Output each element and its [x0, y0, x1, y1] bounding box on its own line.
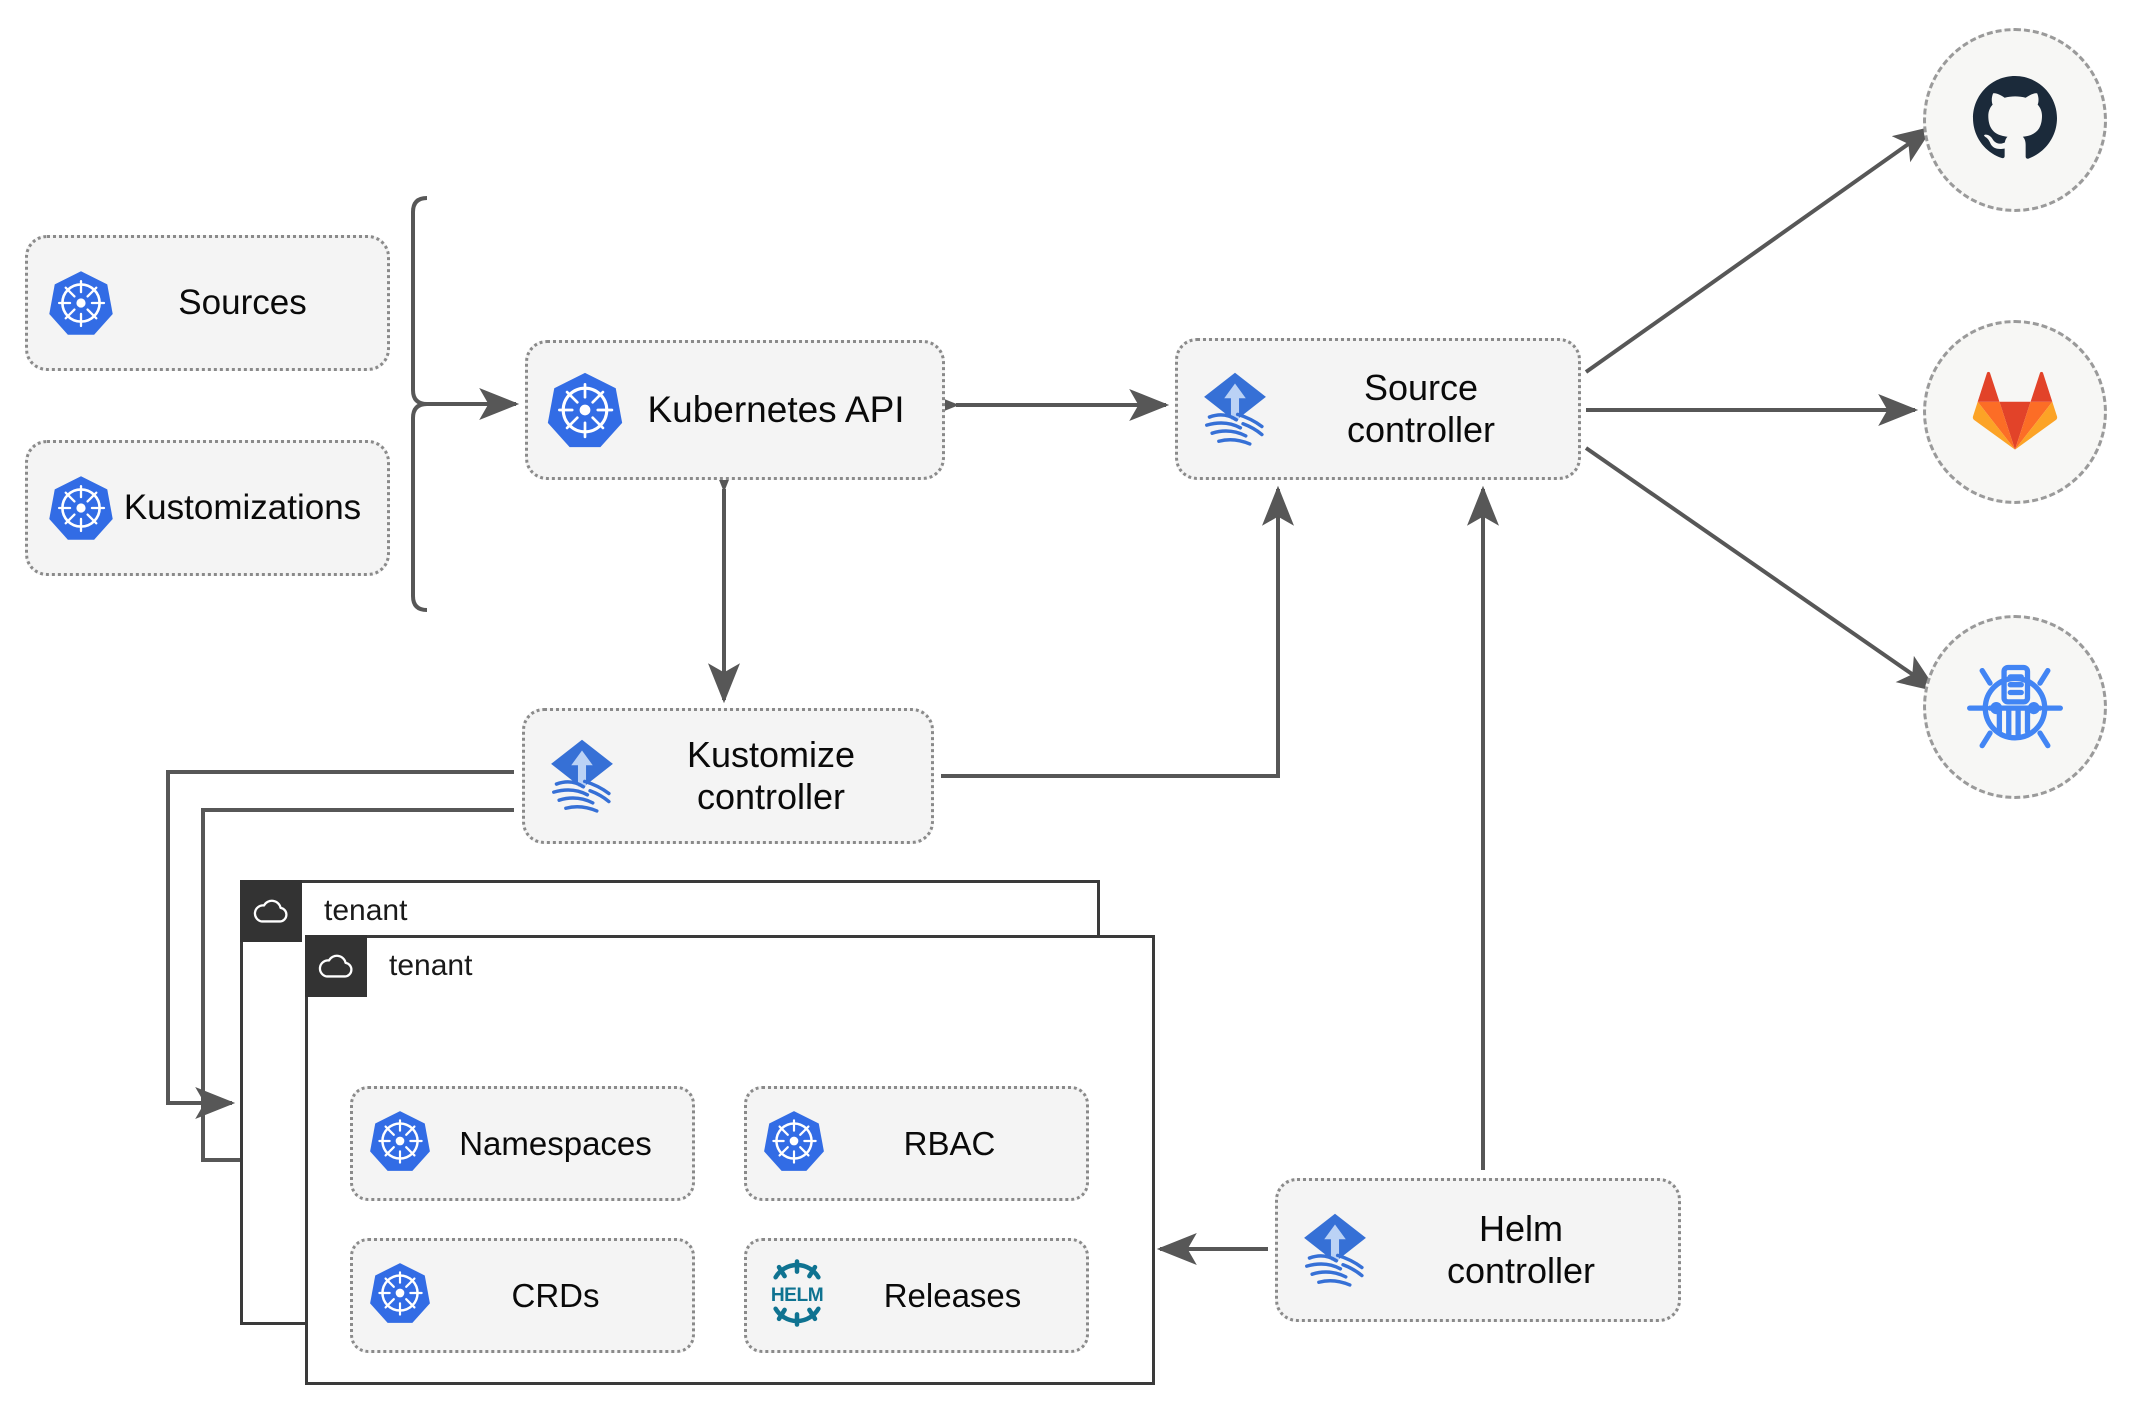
github-icon [1967, 70, 2063, 171]
provider-bucket[interactable] [1923, 615, 2107, 799]
kubernetes-icon [46, 473, 116, 543]
node-kustomize-controller[interactable]: Kustomize controller [522, 708, 934, 844]
node-source-controller[interactable]: Source controller [1175, 338, 1581, 480]
cell-crds[interactable]: CRDs [350, 1238, 695, 1353]
kubernetes-icon [367, 1108, 433, 1179]
cell-label: RBAC [903, 1124, 996, 1162]
cell-namespaces[interactable]: Namespaces [350, 1086, 695, 1201]
tenant-header: tenant [240, 880, 407, 942]
kubernetes-icon [367, 1260, 433, 1331]
node-helm-controller[interactable]: Helm controller [1275, 1178, 1681, 1322]
node-sources[interactable]: Sources [25, 235, 390, 371]
provider-github[interactable] [1923, 28, 2107, 212]
cloud-icon [305, 935, 367, 997]
kubernetes-icon [544, 369, 626, 451]
node-kustomizations[interactable]: Kustomizations [25, 440, 390, 576]
node-label: Helm controller [1446, 1207, 1596, 1291]
kubernetes-icon [761, 1108, 827, 1179]
cell-releases[interactable]: HELM Releases [744, 1238, 1089, 1353]
node-label: Sources [178, 283, 307, 323]
flux-icon [539, 733, 625, 819]
tenant-header: tenant [305, 935, 472, 997]
cell-label: CRDs [511, 1276, 600, 1314]
flux-icon [1292, 1207, 1378, 1293]
node-label: Source controller [1346, 366, 1496, 450]
node-label: Kustomizations [123, 488, 362, 528]
provider-gitlab[interactable] [1923, 320, 2107, 504]
tenant-label: tenant [389, 949, 473, 982]
helm-icon: HELM [761, 1257, 833, 1334]
bucket-icon [1965, 655, 2065, 760]
cell-label: Namespaces [459, 1124, 652, 1162]
node-label: Kubernetes API [647, 389, 905, 431]
cell-label: Releases [883, 1276, 1022, 1314]
gitlab-icon [1968, 365, 2062, 460]
tenant-container-inner[interactable]: tenant Namespaces [305, 935, 1155, 1385]
flux-icon [1192, 366, 1278, 452]
kubernetes-icon [46, 268, 116, 338]
cell-rbac[interactable]: RBAC [744, 1086, 1089, 1201]
cloud-icon [240, 880, 302, 942]
svg-text:HELM: HELM [771, 1285, 823, 1306]
node-kubernetes-api[interactable]: Kubernetes API [525, 340, 945, 480]
tenant-label: tenant [324, 894, 408, 927]
node-label: Kustomize controller [686, 733, 856, 817]
